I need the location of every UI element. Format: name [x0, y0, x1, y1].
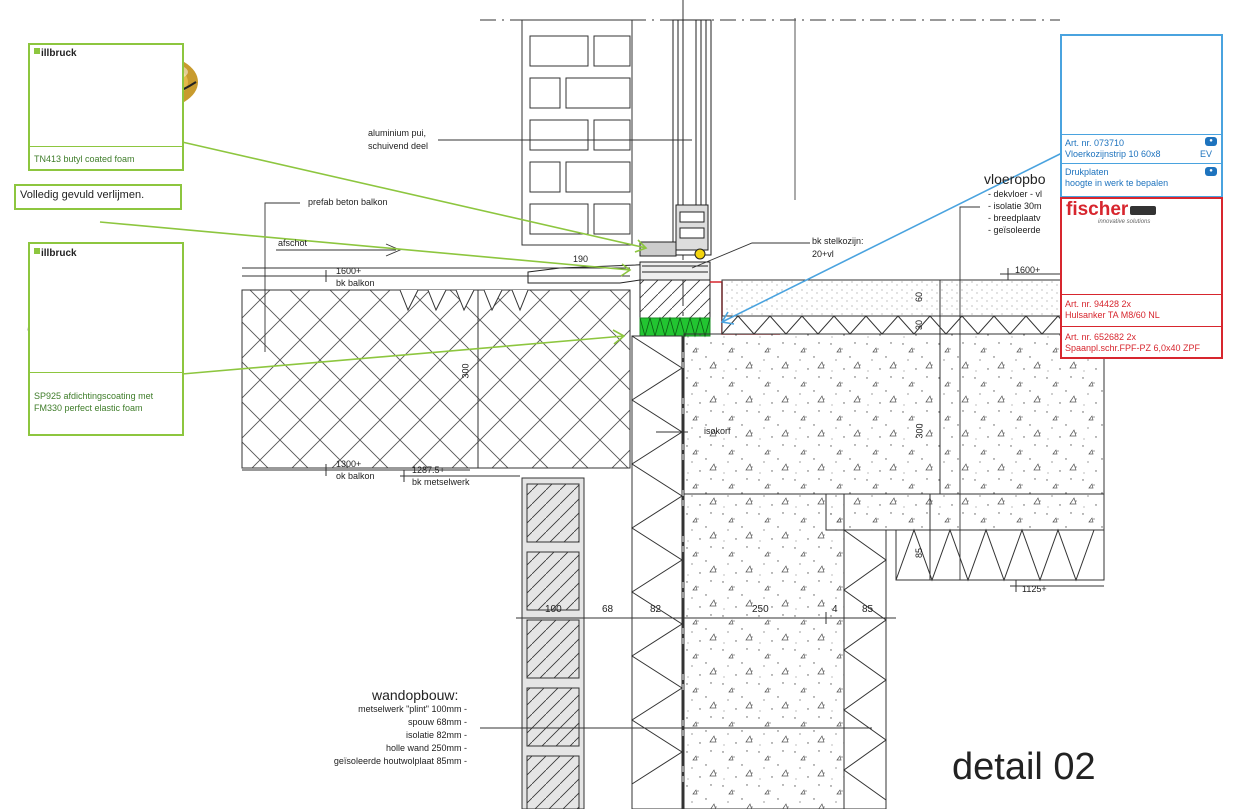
dim-300-right: 300 — [914, 423, 925, 439]
hatched-block — [639, 279, 711, 319]
wall-item-3: isolatie 82mm - — [405, 730, 467, 740]
art-652682-line2: Spaanpl.schr.FPF-PZ 6,0x40 ZPF — [1065, 343, 1201, 353]
level-ok-balkon: ok balkon — [336, 471, 375, 481]
badge-icon-1: ● — [1205, 137, 1217, 146]
illbruck-logo: illbruck — [34, 48, 77, 59]
dim-82: 82 — [650, 604, 662, 615]
callout-stelkozijn-1: bk stelkozijn: — [812, 236, 864, 246]
drukplaten-divider — [1062, 163, 1221, 164]
art-073710-line2: Vloerkozijnstrip 10 60x8 — [1065, 149, 1161, 159]
callout-aluminium-1: aluminium pui, — [368, 128, 427, 138]
aluminium-frame — [639, 19, 712, 260]
wall-item-2: spouw 68mm - — [407, 717, 467, 727]
dim-30: 30 — [914, 319, 925, 331]
balcony-slab — [241, 267, 631, 469]
wall-item-4: holle wand 250mm - — [385, 743, 467, 753]
illbruck-logo-2: illbruck — [34, 248, 77, 259]
callout-stelkozijn-2: 20+vl — [812, 249, 834, 259]
leader-lines — [264, 139, 980, 729]
sp925-caption-2: FM330 perfect elastic foam — [34, 403, 143, 413]
sp925-caption-rule — [30, 372, 182, 373]
art-94428-line1: Art. nr. 94428 2x — [1065, 299, 1132, 309]
concrete-wall — [683, 493, 845, 809]
dim-85-vertical: 85 — [914, 547, 925, 559]
badge-icon-2: ● — [1205, 167, 1217, 176]
product-card-fischer — [1060, 197, 1223, 359]
vloer-item-3: - breedplaatv — [988, 213, 1041, 223]
isokorf-column — [631, 335, 683, 809]
vloer-item-4: - geïsoleerde — [988, 225, 1041, 235]
wall-buildup-title: wandopbouw: — [372, 687, 459, 703]
level-1125: 1125+ — [1022, 584, 1047, 594]
fischer-divider-2 — [1062, 326, 1221, 327]
drukplaten-line1: Drukplaten — [1065, 167, 1109, 177]
dim-68: 68 — [602, 604, 614, 615]
dim-300-left: 300 — [460, 363, 471, 379]
level-bk-metselwerk: bk metselwerk — [412, 477, 470, 487]
floor-buildup — [721, 279, 1105, 335]
drukplaten-line2: hoogte in werk te bepalen — [1065, 178, 1169, 188]
threshold — [527, 261, 711, 284]
level-1600-left: 1600+ — [336, 266, 362, 276]
callout-prefab: prefab beton balkon — [308, 197, 388, 207]
product-card-sp925 — [28, 242, 184, 436]
level-1600-right: 1600+ — [1015, 265, 1041, 275]
lower-floor-step — [825, 334, 1105, 809]
art-652682-line1: Art. nr. 652682 2x — [1065, 332, 1137, 342]
art-94428-line2: Hulsanker TA M8/60 NL — [1065, 310, 1160, 320]
dim-4: 4 — [832, 604, 838, 615]
product-card-tn413 — [28, 43, 184, 171]
level-marks — [242, 268, 1104, 592]
dim-60: 60 — [914, 291, 925, 303]
green-arrows — [99, 141, 648, 375]
level-1300: 1300+ — [336, 459, 362, 469]
callout-aluminium-2: schuivend deel — [368, 141, 429, 151]
fischer-logo-mark — [1130, 206, 1156, 215]
tn413-caption-rule — [30, 146, 182, 147]
vloeropbouw-title: vloeropbo — [984, 171, 1046, 187]
upper-brick-wall — [521, 19, 633, 246]
vloer-item-2: - isolatie 30m — [988, 201, 1042, 211]
sp925-caption-1: SP925 afdichtingscoating met — [34, 391, 154, 401]
fischer-tagline: innovative solutions — [1098, 219, 1151, 225]
brick-plinth — [521, 477, 585, 809]
callout-isokorf: isokorf — [704, 426, 731, 436]
volledig-text: Volledig gevuld verlijmen. — [20, 189, 145, 201]
blue-arrow — [720, 151, 1065, 325]
dim-190: 190 — [573, 254, 589, 264]
concrete-floor — [683, 333, 1105, 495]
callout-afschot: afschot — [278, 238, 308, 248]
kozijnstrip-divider — [1062, 134, 1221, 135]
wall-item-1: metselwerk "plint" 100mm - — [358, 704, 467, 714]
fischer-divider-1 — [1062, 294, 1221, 295]
art-073710-line1: Art. nr. 073710 — [1065, 138, 1125, 148]
detail-title: detail 02 — [952, 746, 1096, 788]
volledig-box — [14, 184, 182, 210]
tn413-caption: TN413 butyl coated foam — [34, 154, 135, 164]
level-1287: 1287.5+ — [412, 465, 445, 475]
art-073710-ev: EV — [1200, 149, 1213, 159]
dim-100: 100 — [545, 604, 562, 615]
sealant-dot — [694, 248, 706, 260]
level-bk-balkon: bk balkon — [336, 278, 375, 288]
fischer-logo: fischer — [1066, 199, 1129, 220]
wall-item-5: geïsoleerde houtwolplaat 85mm - — [333, 756, 467, 766]
dim-250: 250 — [752, 604, 769, 615]
vloer-item-1: - dekvloer - vl — [988, 189, 1043, 199]
dim-85-horizontal: 85 — [862, 604, 874, 615]
